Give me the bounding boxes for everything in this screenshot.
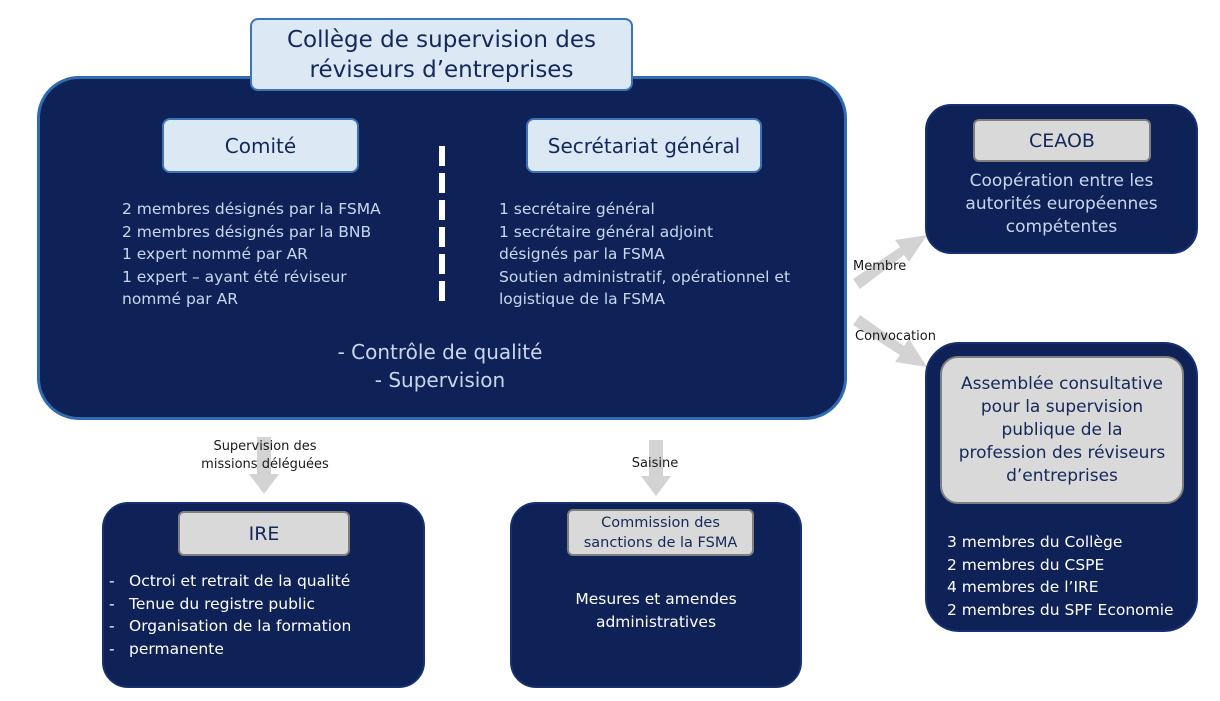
college-title-line2: réviseurs d’entreprises [309,56,574,83]
list-item: Tenue du registre public [103,593,423,616]
college-title-box: Collège de supervision des réviseurs d’e… [250,18,633,91]
ceaob-line: Coopération entre les [969,171,1154,191]
arrow-label-supervision: Supervision des missions déléguées [185,438,345,474]
assemblee-title-line: pour la supervision [980,396,1144,417]
assemblee-members: 3 membres du Collège 2 membres du CSPE 4… [947,531,1187,621]
comite-line: 1 expert – ayant été réviseur [122,267,347,286]
ceaob-line: autorités européennes [965,194,1158,214]
ire-tasks-list: Octroi et retrait de la qualité Tenue du… [103,570,423,660]
arrow-to-commission [641,440,671,496]
arrow-to-assemblee [853,315,927,367]
assemblee-title-line: Assemblée consultative [960,373,1164,394]
divider-dashed [439,146,445,310]
list-item-continuation: permanente [103,638,423,661]
ire-title-box: IRE [178,511,350,556]
secretariat-line: désignés par la FSMA [499,245,665,263]
task-supervision: - Supervision [374,368,506,392]
arrow-label-supervision-line2: missions déléguées [201,457,329,472]
commission-line: Mesures et amendes [575,590,737,608]
arrow-label-convocation: Convocation [855,329,936,344]
arrow-label-membre: Membre [853,259,907,274]
comite-title-box: Comité [162,118,359,173]
secretariat-line: 1 secrétaire général [499,200,655,218]
ire-title: IRE [248,522,280,545]
ceaob-title-box: CEAOB [973,119,1151,162]
arrow-label-supervision-line1: Supervision des [213,439,317,454]
assemblee-title-box: Assemblée consultative pour la supervisi… [940,356,1184,504]
arrow-label-saisine: Saisine [631,456,679,471]
college-tasks: - Contrôle de qualité - Supervision [240,338,640,394]
assemblee-member-line: 2 membres du CSPE [947,555,1105,574]
ceaob-title: CEAOB [1029,129,1095,152]
comite-title: Comité [224,133,297,158]
assemblee-member-line: 2 membres du SPF Economie [947,600,1174,619]
list-item: Organisation de la formation [103,615,423,638]
college-title-line1: Collège de supervision des [286,26,597,53]
commission-line: administratives [595,612,717,631]
secretariat-title: Secrétariat général [547,133,741,158]
arrow-to-ceaob [853,235,927,289]
commission-title-line: Commission des [601,514,720,531]
commission-description: Mesures et amendes administratives [515,588,797,633]
secretariat-line: 1 secrétaire général adjoint [499,222,714,241]
assemblee-title-line: d’entreprises [1006,465,1118,486]
comite-line: 2 membres désignés par la FSMA [122,200,381,218]
assemblee-member-line: 3 membres du Collège [947,533,1123,551]
task-quality-control: - Contrôle de qualité [337,340,543,364]
comite-line: 1 expert nommé par AR [122,245,308,263]
commission-title-box: Commission des sanctions de la FSMA [567,509,754,556]
arrow-to-ire [249,437,279,494]
ceaob-line: compétentes [1005,217,1118,237]
commission-title-line: sanctions de la FSMA [583,534,738,551]
comite-line: 2 membres désignés par la BNB [122,222,372,241]
assemblee-title-line: publique de la [1001,419,1123,440]
comite-members-text: 2 membres désignés par la FSMA 2 membres… [122,198,422,311]
comite-line: nommé par AR [122,290,238,308]
secretariat-line: Soutien administratif, opérationnel et [499,267,791,286]
secretariat-line: logistique de la FSMA [499,290,666,308]
secretariat-title-box: Secrétariat général [526,118,762,173]
assemblee-title-line: profession des réviseurs [958,442,1166,463]
assemblee-member-line: 4 membres de l’IRE [947,578,1099,596]
list-item: Octroi et retrait de la qualité [103,570,423,593]
secretariat-text: 1 secrétaire général 1 secrétaire généra… [499,198,819,311]
ceaob-description: Coopération entre les autorités européen… [930,170,1193,239]
